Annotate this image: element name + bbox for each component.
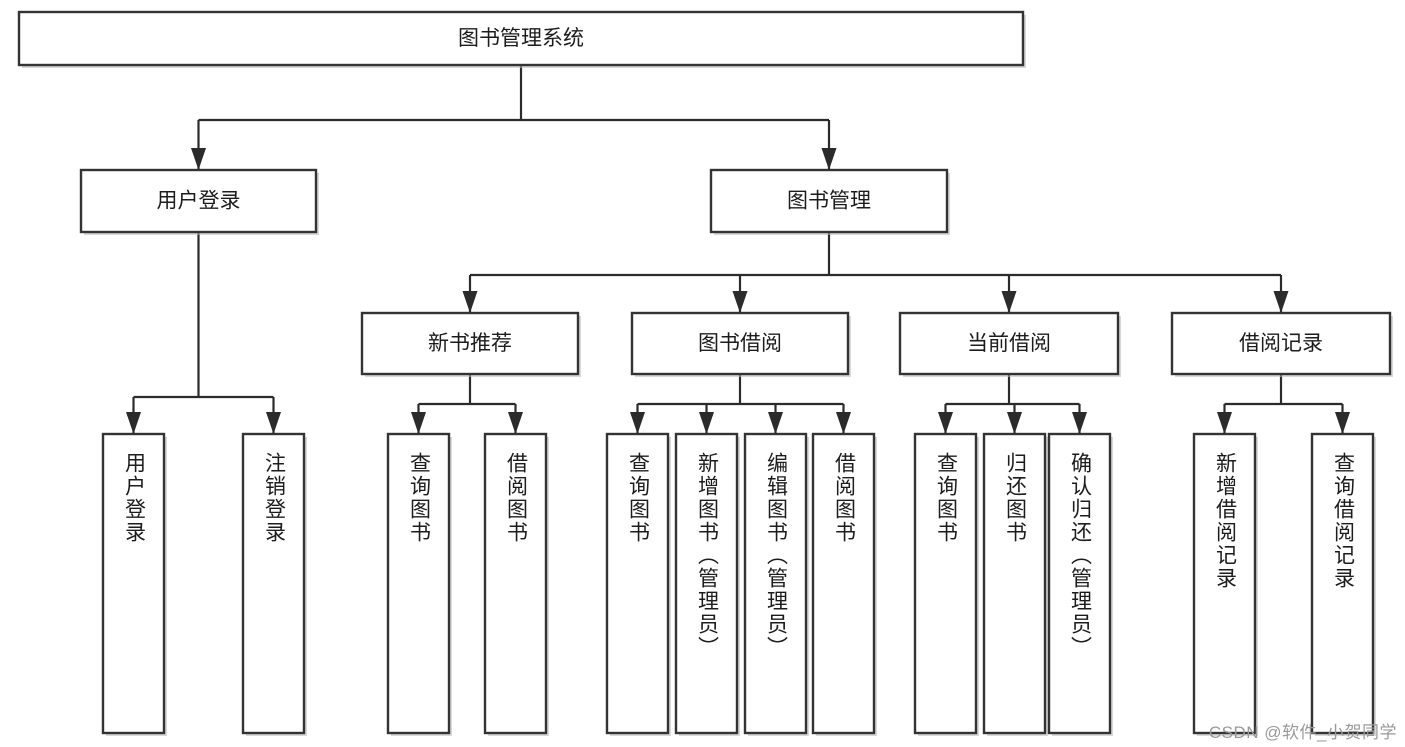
node-box-leaf-borrow-book-1[interactable] bbox=[483, 432, 548, 735]
node-label-borrow-record: 借阅记录 bbox=[1239, 332, 1323, 355]
node-box-layer bbox=[17, 10, 1393, 736]
node-box-leaf-query-record[interactable] bbox=[1310, 432, 1375, 735]
node-box-leaf-confirm-return[interactable] bbox=[1047, 432, 1112, 735]
node-box-new-book-recommend[interactable] bbox=[360, 311, 580, 376]
node-box-borrow-record[interactable] bbox=[1170, 311, 1392, 376]
node-box-leaf-add-book[interactable] bbox=[674, 432, 739, 735]
node-box-leaf-add-record[interactable] bbox=[1192, 432, 1257, 735]
node-label-new-book-recommend: 新书推荐 bbox=[428, 332, 512, 355]
node-box-leaf-query-book-1[interactable] bbox=[386, 432, 451, 735]
node-box-leaf-query-book-3[interactable] bbox=[913, 432, 978, 735]
node-box-leaf-user-login[interactable] bbox=[101, 432, 166, 735]
node-box-current-borrow[interactable] bbox=[898, 311, 1120, 376]
node-label-root: 图书管理系统 bbox=[458, 27, 584, 50]
node-box-leaf-edit-book[interactable] bbox=[743, 432, 808, 735]
node-box-root[interactable] bbox=[17, 10, 1025, 67]
node-box-leaf-return-book[interactable] bbox=[982, 432, 1047, 735]
watermark: CSDN @软件_小贺同学 bbox=[1208, 723, 1397, 742]
node-box-book-manage[interactable] bbox=[709, 168, 949, 234]
node-box-leaf-logout[interactable] bbox=[241, 432, 306, 735]
node-box-book-borrow[interactable] bbox=[630, 311, 850, 376]
node-label-current-borrow: 当前借阅 bbox=[967, 332, 1051, 355]
connector-layer bbox=[126, 65, 1350, 434]
node-box-leaf-borrow-book-2[interactable] bbox=[811, 432, 876, 735]
node-box-leaf-query-book-2[interactable] bbox=[605, 432, 670, 735]
node-box-user-login[interactable] bbox=[79, 168, 318, 234]
node-label-book-borrow: 图书借阅 bbox=[698, 332, 782, 355]
node-label-book-manage: 图书管理 bbox=[787, 190, 871, 213]
node-label-user-login: 用户登录 bbox=[157, 190, 241, 213]
